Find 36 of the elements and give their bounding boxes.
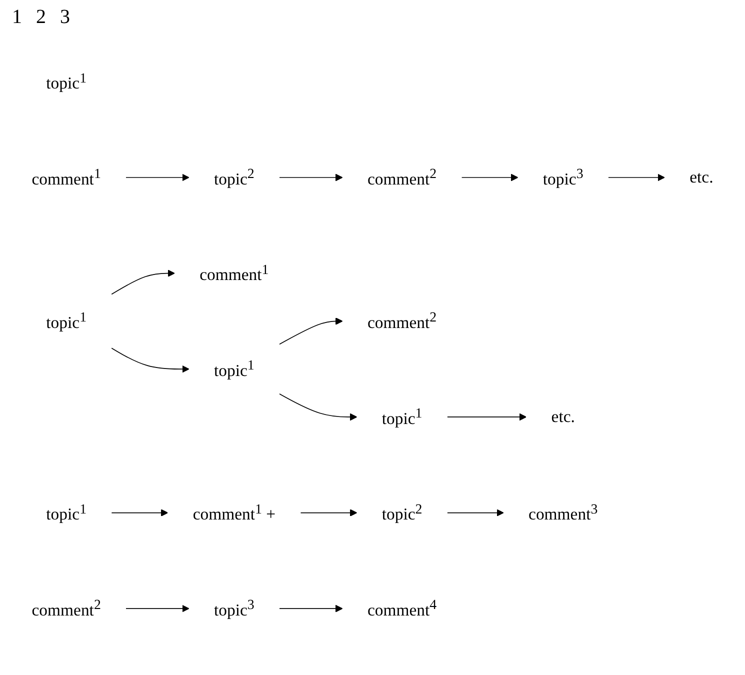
arrow xyxy=(279,604,343,612)
node-text: comment$^{1}$ xyxy=(200,261,269,284)
node-text: etc. xyxy=(551,408,575,426)
node-text: topic$^{1}$ xyxy=(214,356,254,380)
node-text: topic$^{3}$ xyxy=(214,596,254,620)
section-number: 1 xyxy=(12,6,22,29)
node-text: topic$^{1}$ xyxy=(382,404,422,428)
arrow xyxy=(279,393,358,421)
arrow xyxy=(608,174,665,182)
node-text: topic$^{1}$ xyxy=(46,500,87,524)
arrow xyxy=(126,174,190,182)
node-text: topic$^{2}$ xyxy=(214,165,254,188)
section-number: 2 xyxy=(36,6,46,29)
node-text: etc. xyxy=(690,168,714,187)
arrow xyxy=(126,604,190,612)
arrow xyxy=(111,348,190,373)
arrow xyxy=(111,269,175,295)
section-number: 3 xyxy=(60,6,70,29)
node-text: comment$^{4}$ xyxy=(367,596,437,620)
node-text: topic$^{3}$ xyxy=(542,165,584,188)
node-text: comment$^{1}$ + xyxy=(192,500,276,524)
arrow xyxy=(446,508,504,516)
arrow xyxy=(461,174,518,182)
node-text: comment$^{1}$ xyxy=(32,165,101,188)
node-text: topic$^{1}$ xyxy=(46,70,87,93)
arrow xyxy=(279,174,343,182)
node-text: comment$^{2}$ xyxy=(367,309,437,332)
arrow xyxy=(446,413,527,421)
arrow xyxy=(300,508,358,516)
node-text: comment$^{2}$ xyxy=(32,596,101,620)
node-text: comment$^{3}$ xyxy=(528,500,598,524)
node-text: topic$^{2}$ xyxy=(382,500,422,524)
arrow xyxy=(111,508,168,516)
node-text: topic$^{1}$ xyxy=(46,309,87,332)
arrow xyxy=(279,317,343,345)
node-text: comment$^{2}$ xyxy=(367,165,437,188)
